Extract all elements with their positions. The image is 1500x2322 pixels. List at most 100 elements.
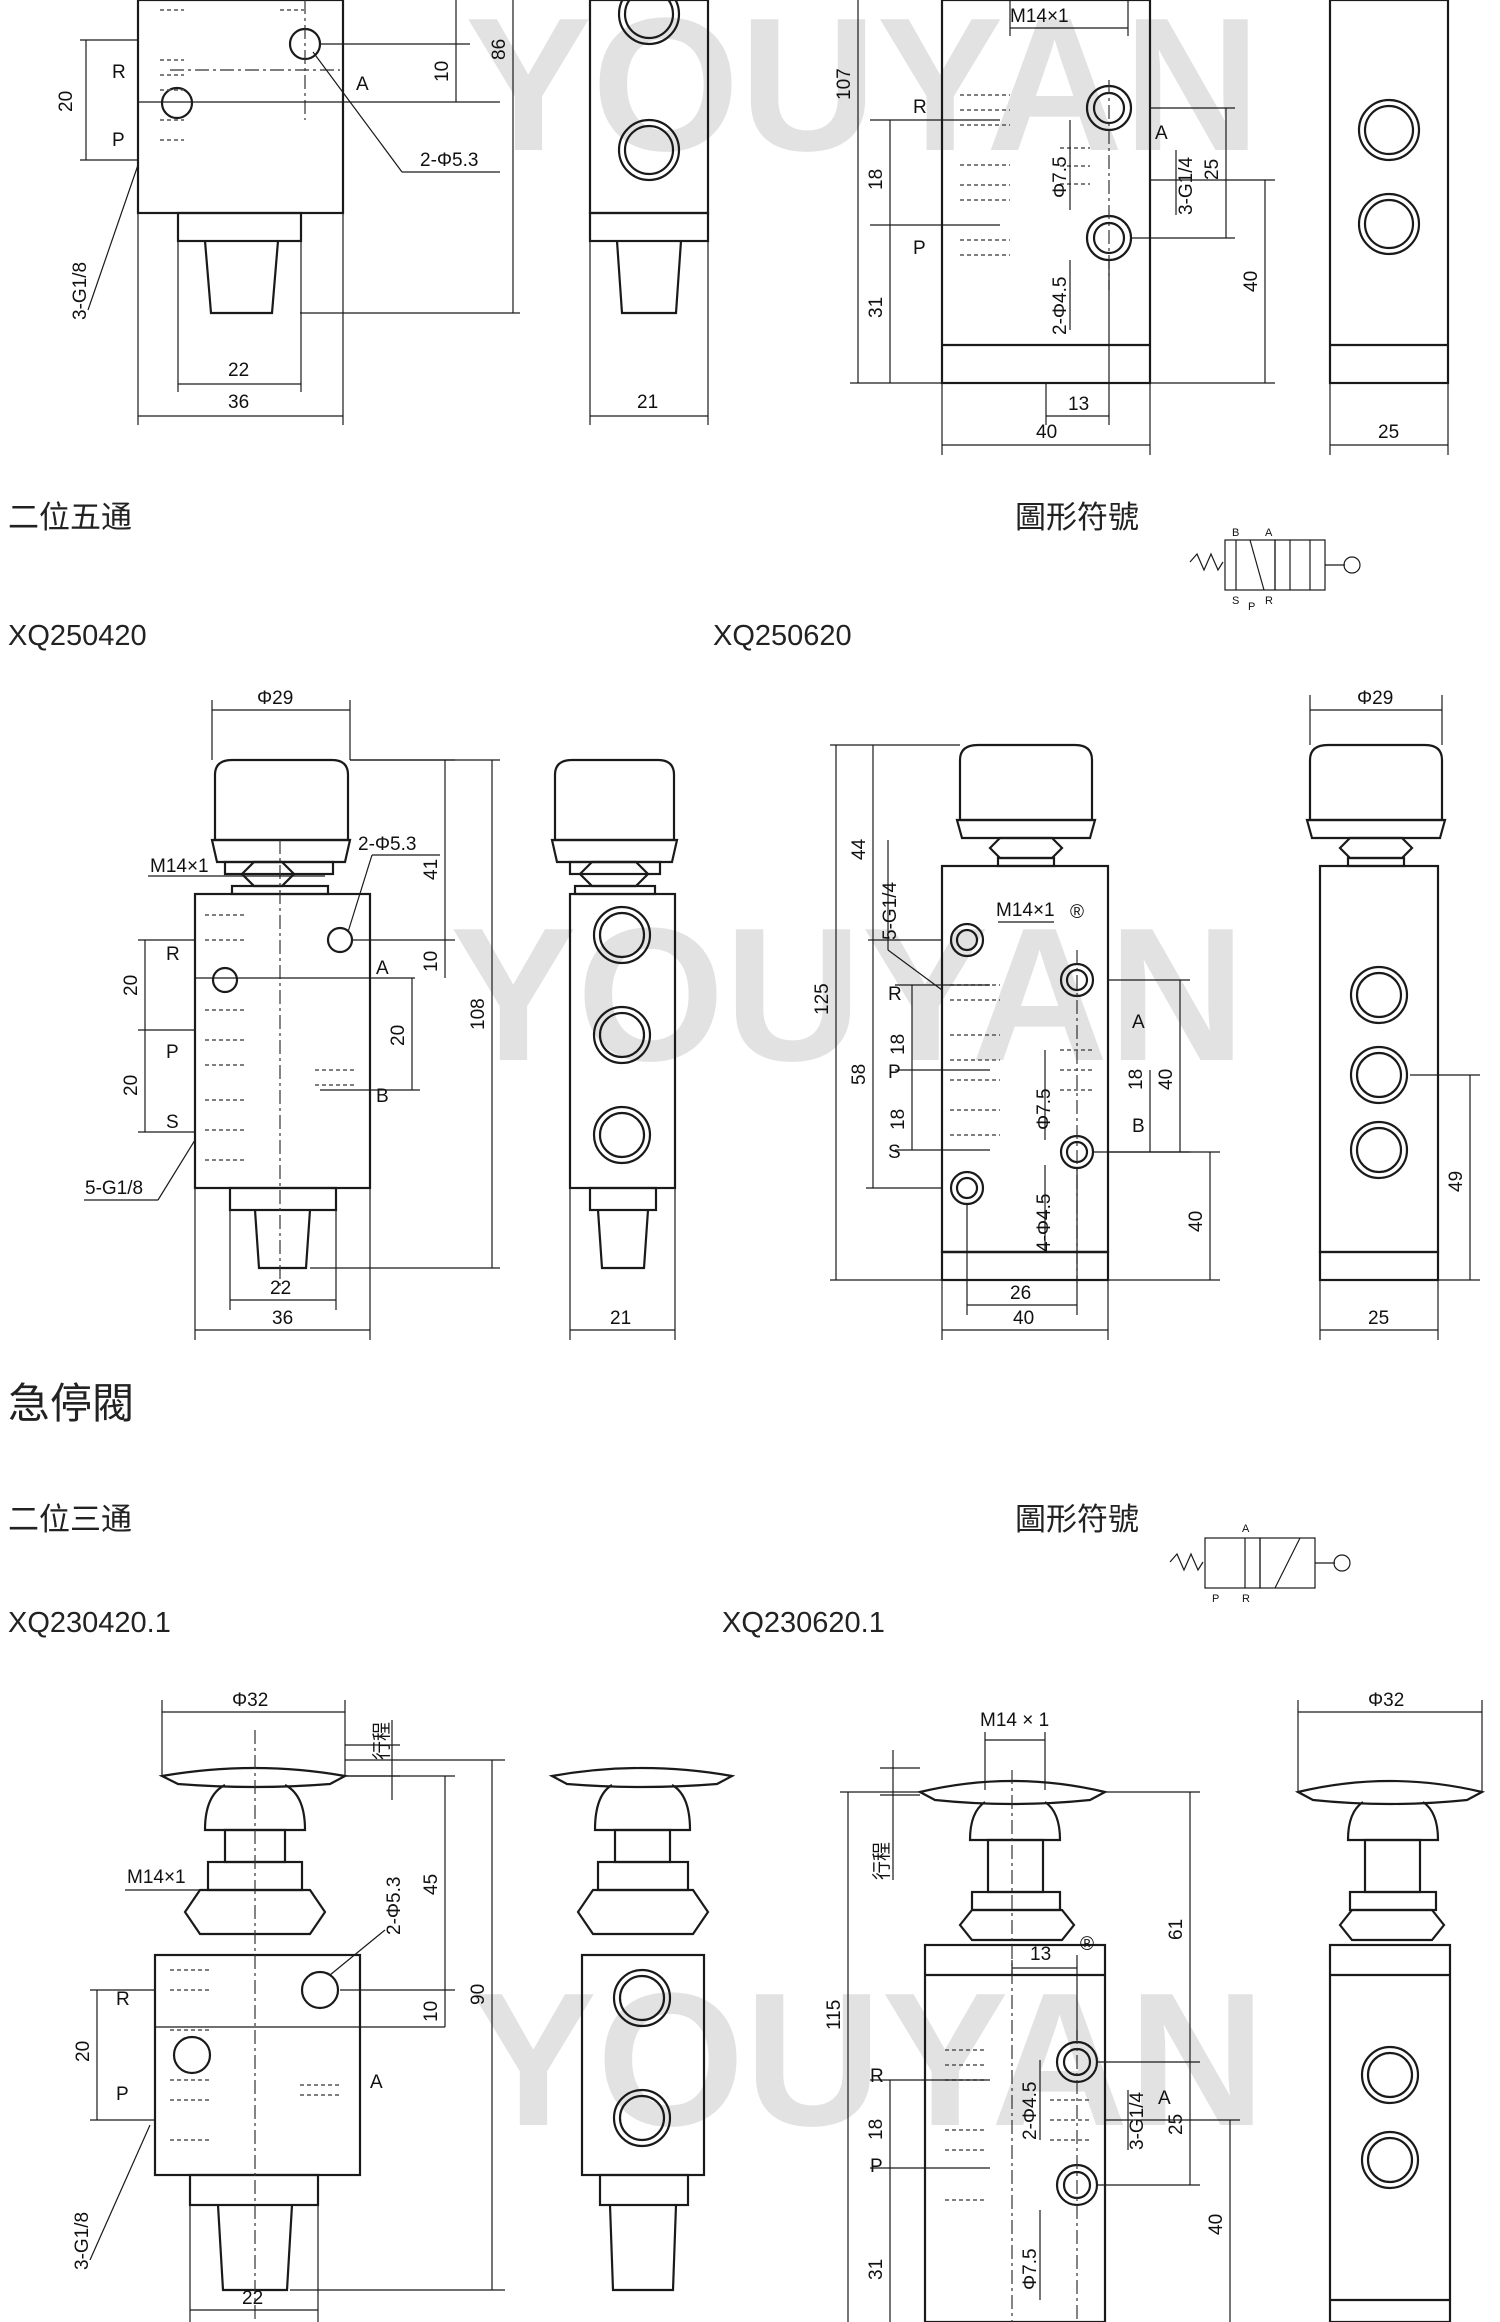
svg-text:18: 18: [888, 1034, 909, 1055]
svg-text:31: 31: [866, 297, 887, 318]
svg-text:Φ32: Φ32: [232, 1690, 268, 1711]
svg-text:3-G1/4: 3-G1/4: [1176, 156, 1197, 215]
svg-text:A: A: [1158, 2088, 1171, 2109]
svg-text:18: 18: [1126, 1069, 1147, 1090]
svg-text:A: A: [376, 958, 389, 979]
svg-text:25: 25: [1368, 1308, 1389, 1329]
svg-text:90: 90: [468, 1984, 489, 2005]
svg-text:A: A: [1265, 527, 1273, 539]
svg-text:M14×1: M14×1: [127, 1867, 186, 1888]
svg-text:2-Φ4.5: 2-Φ4.5: [1050, 277, 1071, 335]
svg-text:26: 26: [1010, 1283, 1031, 1304]
xq250620-front-view: R P S A B M14×1 5-G1/4 44 125 58 18 18 Φ…: [812, 743, 1220, 1340]
svg-text:P: P: [870, 2156, 883, 2177]
svg-text:R: R: [870, 2066, 884, 2087]
svg-text:36: 36: [272, 1308, 293, 1329]
pneumatic-symbol-3-2: A P R: [1169, 1523, 1351, 1605]
svg-text:A: A: [1132, 1012, 1145, 1033]
svg-text:61: 61: [1166, 1919, 1187, 1940]
svg-text:R: R: [1265, 595, 1273, 607]
svg-text:25: 25: [1378, 422, 1399, 443]
svg-text:A: A: [1155, 123, 1168, 144]
section-title-estop: 急停閥: [8, 1380, 134, 1427]
svg-text:R: R: [116, 1989, 130, 2010]
svg-text:S: S: [888, 1142, 901, 1163]
svg-text:2-Φ5.3: 2-Φ5.3: [420, 150, 478, 171]
svg-text:3-G1/8: 3-G1/8: [70, 262, 91, 320]
svg-text:5-G1/8: 5-G1/8: [85, 1178, 143, 1199]
svg-text:25: 25: [1166, 2114, 1187, 2135]
svg-text:®: ®: [1070, 902, 1084, 923]
svg-text:40: 40: [1036, 422, 1057, 443]
svg-text:P: P: [913, 238, 926, 259]
top-right-valve-side: 25: [1328, 0, 1450, 455]
svg-text:S: S: [1232, 595, 1239, 607]
svg-text:21: 21: [637, 392, 658, 413]
svg-text:R: R: [112, 62, 126, 83]
model-xq250420: XQ250420: [8, 620, 147, 652]
svg-text:41: 41: [421, 859, 442, 880]
svg-text:M14 × 1: M14 × 1: [980, 1710, 1049, 1731]
svg-text:M14×1: M14×1: [1010, 6, 1069, 27]
svg-text:Φ29: Φ29: [257, 688, 293, 709]
svg-text:40: 40: [1241, 271, 1262, 292]
svg-text:M14×1: M14×1: [150, 856, 209, 877]
pneumatic-symbol-5-2: B A S P R: [1189, 527, 1361, 613]
svg-text:20: 20: [121, 975, 142, 996]
svg-text:20: 20: [73, 2041, 94, 2062]
svg-text:2-Φ5.3: 2-Φ5.3: [384, 1877, 405, 1935]
svg-text:45: 45: [421, 1874, 442, 1895]
svg-text:P: P: [1212, 1593, 1219, 1605]
svg-text:40: 40: [1206, 2214, 1227, 2235]
svg-text:A: A: [356, 74, 369, 95]
svg-text:115: 115: [824, 2000, 845, 2030]
model-xq230620-1: XQ230620.1: [722, 1607, 885, 1639]
model-xq250620: XQ250620: [713, 620, 852, 652]
svg-text:13: 13: [1068, 394, 1089, 415]
svg-text:行程: 行程: [871, 1842, 893, 1880]
xq230420-1-front-view: R P A Φ32 行程 M14×1 2-Φ5.3 45 10 90: [72, 1690, 505, 2322]
svg-text:®: ®: [1080, 1934, 1094, 1955]
svg-text:Φ7.5: Φ7.5: [1020, 2248, 1041, 2290]
svg-text:108: 108: [468, 998, 489, 1030]
svg-text:P: P: [166, 1042, 179, 1063]
svg-text:40: 40: [1186, 1211, 1207, 1232]
svg-text:40: 40: [1156, 1069, 1177, 1090]
xq250620-side-view: Φ29 49 25: [1305, 688, 1480, 1340]
svg-text:3-G1/8: 3-G1/8: [72, 2212, 93, 2270]
top-center-valve-front: M14×1 R P A 107 18 31 Φ7.5 2-Φ4.5 3-G1/4…: [834, 0, 1275, 455]
svg-text:B: B: [1232, 527, 1239, 539]
symbol-title-3-2: 圖形符號: [1015, 1502, 1139, 1537]
svg-text:22: 22: [228, 360, 249, 381]
xq250420-side-view: 21: [550, 758, 679, 1340]
section-title-3-2: 二位三通: [8, 1502, 132, 1537]
svg-text:18: 18: [888, 1109, 909, 1130]
svg-text:A: A: [370, 2072, 383, 2093]
svg-text:A: A: [1242, 1523, 1250, 1535]
svg-text:P: P: [112, 130, 125, 151]
svg-text:40: 40: [1013, 1308, 1034, 1329]
watermark-top: YOUYAN: [465, 0, 1260, 191]
svg-text:44: 44: [849, 838, 870, 860]
svg-text:P: P: [888, 1062, 901, 1083]
svg-text:20: 20: [56, 91, 77, 112]
svg-text:R: R: [913, 97, 927, 118]
svg-text:Φ7.5: Φ7.5: [1050, 156, 1071, 198]
svg-text:R: R: [888, 984, 902, 1005]
svg-text:B: B: [376, 1086, 389, 1107]
svg-text:5-G1/4: 5-G1/4: [880, 881, 901, 940]
svg-text:13: 13: [1030, 1944, 1051, 1965]
model-xq230420-1: XQ230420.1: [8, 1607, 171, 1639]
xq230620-1-side-view: Φ32: [1294, 1690, 1486, 2322]
watermark-middle: YOUYAN: [450, 889, 1245, 1101]
svg-text:18: 18: [866, 169, 887, 190]
svg-text:86: 86: [489, 39, 510, 60]
symbol-title-5-2: 圖形符號: [1015, 500, 1139, 535]
svg-text:49: 49: [1446, 1171, 1467, 1192]
svg-text:Φ7.5: Φ7.5: [1034, 1088, 1055, 1130]
svg-text:3-G1/4: 3-G1/4: [1127, 2091, 1148, 2150]
svg-text:36: 36: [228, 392, 249, 413]
svg-text:S: S: [166, 1112, 179, 1133]
watermark-bottom: YOUYAN: [470, 1954, 1265, 2166]
svg-text:21: 21: [610, 1308, 631, 1329]
